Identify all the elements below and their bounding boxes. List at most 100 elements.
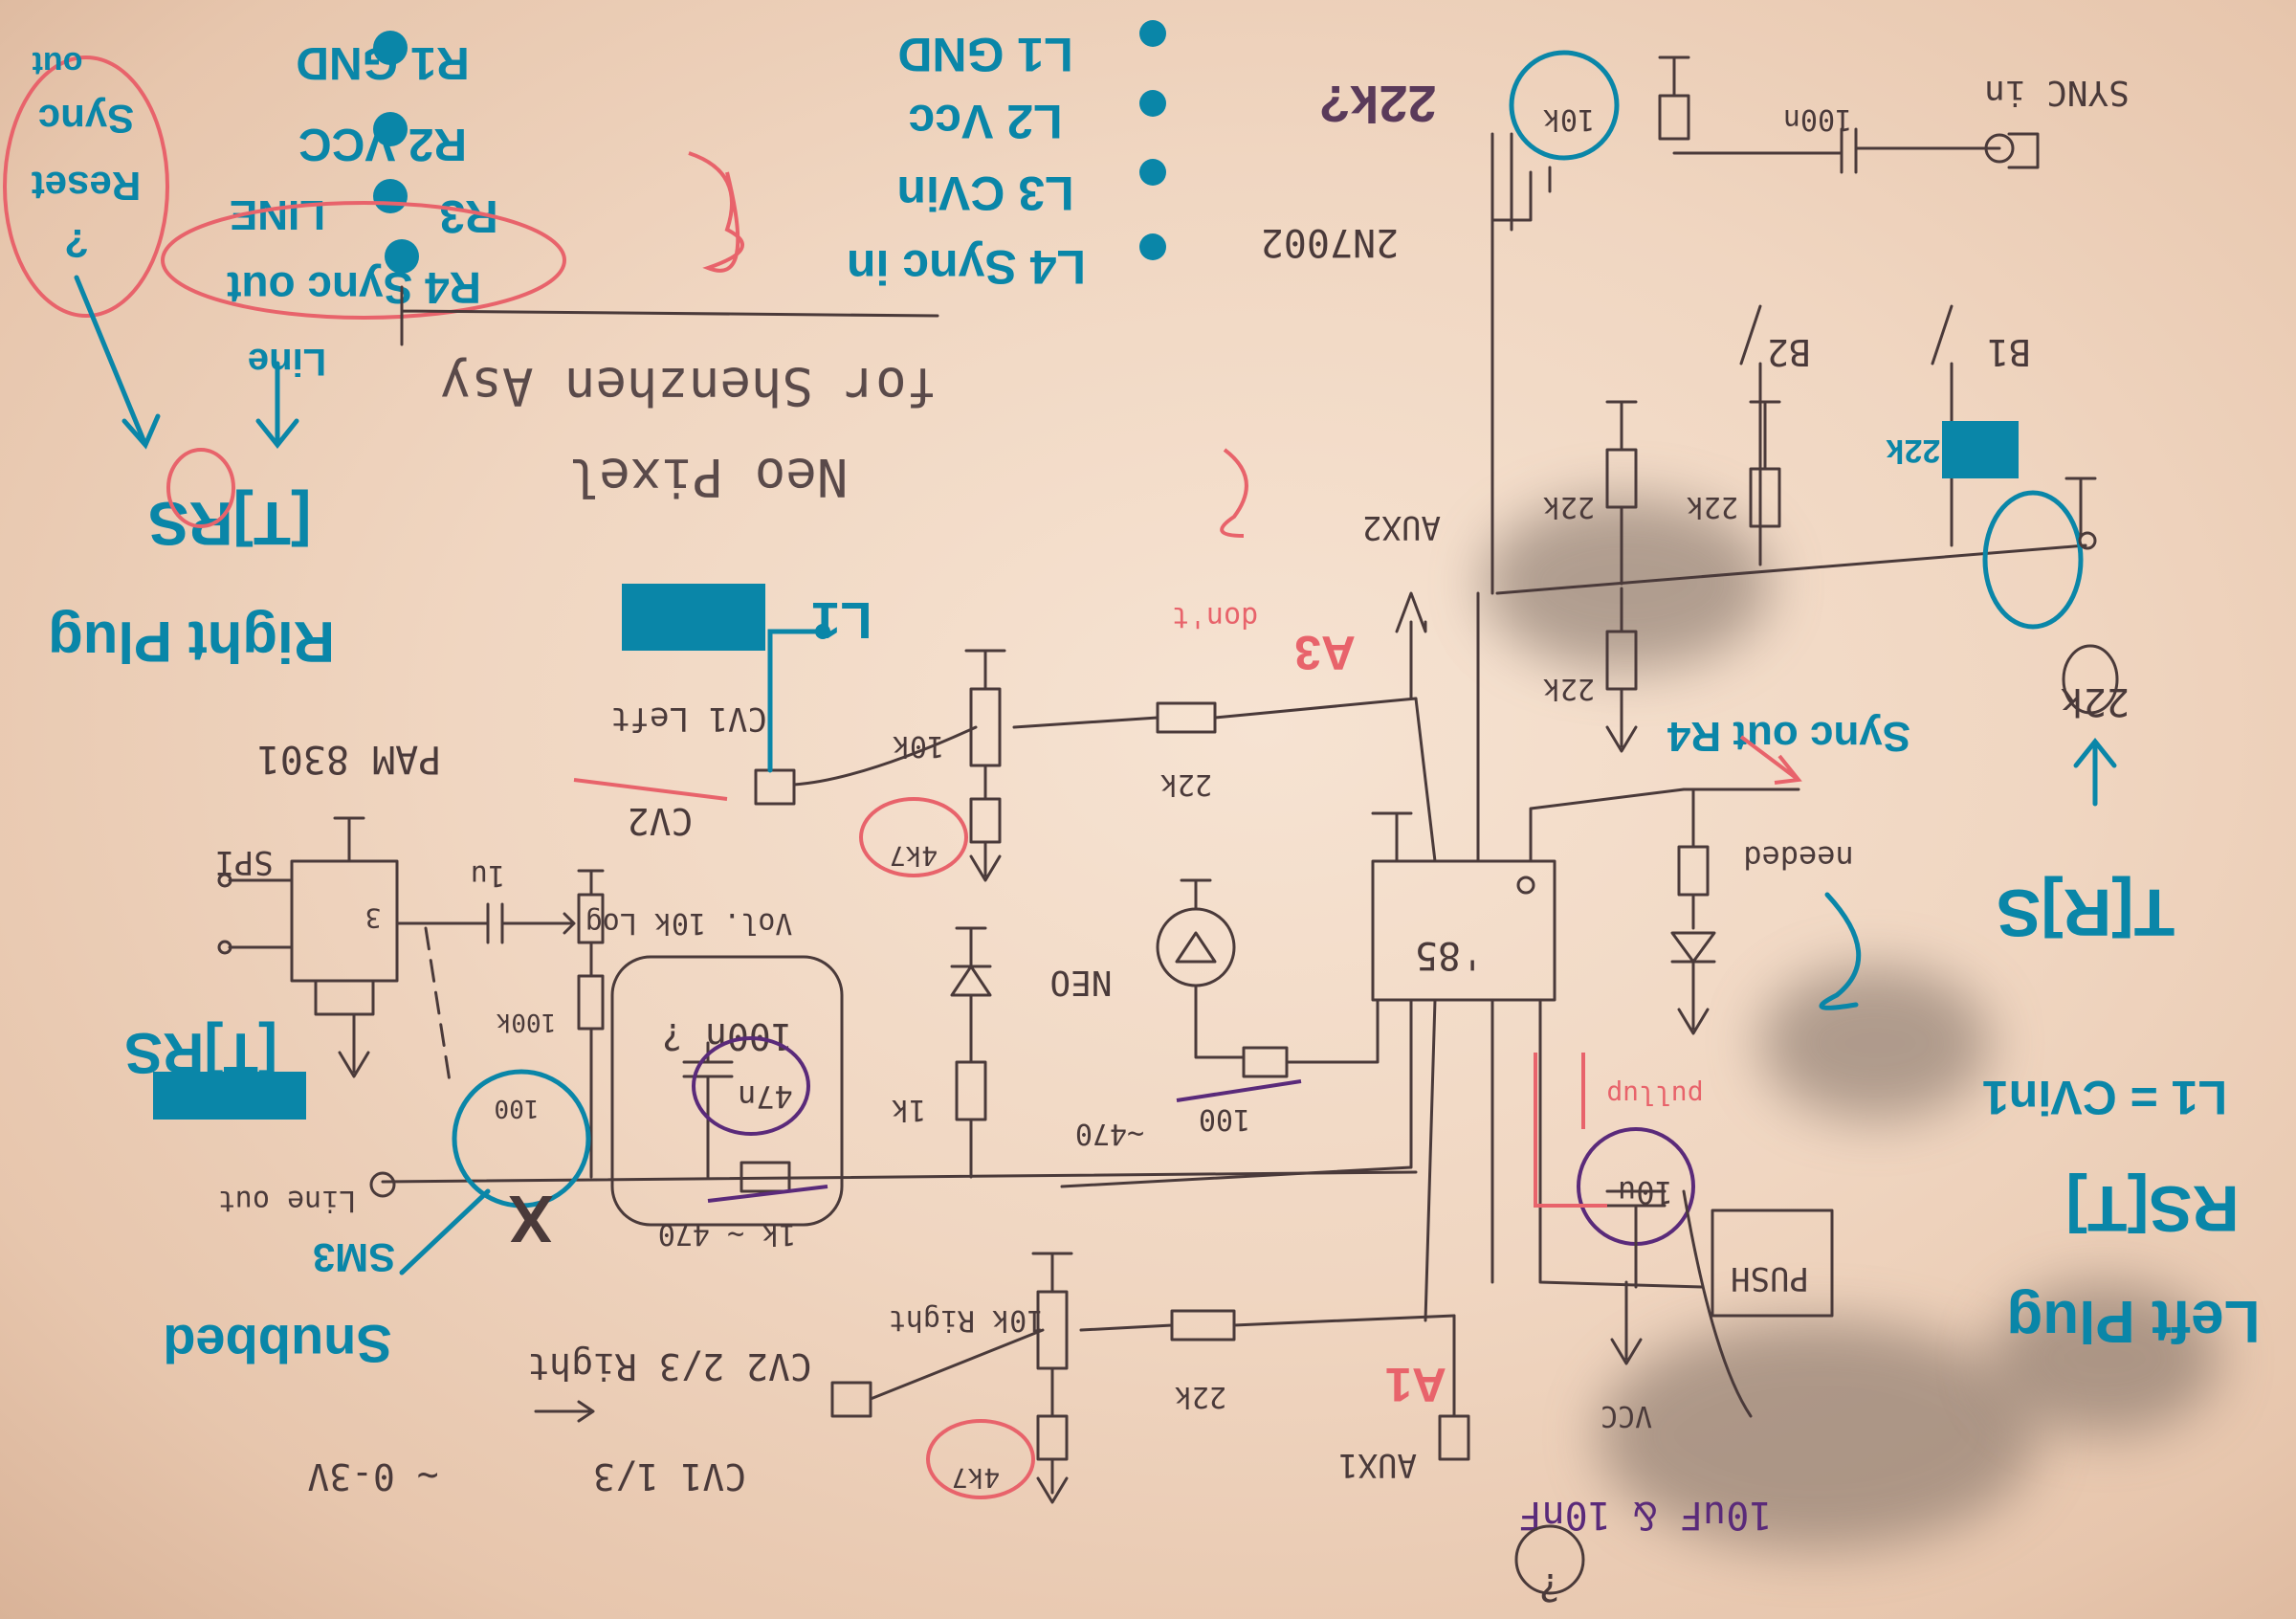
push-label: PUSH xyxy=(1731,1259,1809,1297)
res-4k7-label: 4k7 xyxy=(890,840,938,872)
cross-mark: X xyxy=(508,1182,553,1256)
pin-dot xyxy=(1139,159,1166,186)
cv2-right-label: CV2 2/3 Right xyxy=(527,1345,811,1387)
mono-label: SM3 xyxy=(313,1235,395,1280)
title-line2: Neo Pixel xyxy=(568,447,849,507)
pin-dot xyxy=(1139,90,1166,117)
underline xyxy=(400,285,939,346)
sync-input-stage: SYNC in 100n 10k 22k? 2N7002 xyxy=(1261,50,2130,595)
note-out: out xyxy=(33,45,83,81)
push-button-box xyxy=(1711,1209,1834,1318)
cap-47n-label: 47n xyxy=(738,1078,793,1115)
ink-stain xyxy=(1760,966,1990,1120)
title-line1: for Shenzhen Asy xyxy=(440,356,938,416)
highlight-circle xyxy=(452,1069,591,1209)
snubbed-label: Snubbed xyxy=(163,1314,392,1374)
cv-input-top: 22k 10k 4k7 CV1 Left CV2 L1 xyxy=(573,584,1418,882)
highlight-circle xyxy=(3,55,169,318)
trs-bottom-label: T[R]S xyxy=(1997,876,2175,950)
l1-label: L1 xyxy=(811,591,872,649)
res-22k-label: 22k xyxy=(1543,490,1595,523)
res-22k7-label: 22k? xyxy=(1318,75,1436,132)
scribble-box xyxy=(153,1072,306,1120)
left-plug: L1 = CVin1 RS[T] Left Plug xyxy=(1982,1071,2261,1354)
ink-stain xyxy=(1990,1282,2219,1435)
button-network: B2 B1 22k 22k 22k 22k 22k T[R]S xyxy=(1495,304,2175,950)
right-plug-jack: [T]RS xyxy=(148,489,312,558)
line-label: Line xyxy=(248,341,326,383)
mcu-pin1-dot xyxy=(1516,876,1535,895)
spi-label: SPI xyxy=(214,843,273,881)
highlight-circle xyxy=(692,1036,810,1136)
cv1-bottom-label: CV1 1/3 xyxy=(593,1455,746,1497)
highlight-circle xyxy=(926,1419,1035,1499)
left-plug-title: Left Plug xyxy=(2006,1288,2260,1354)
resistor-highlighted xyxy=(1942,421,2019,478)
res-22k-label: 22k xyxy=(1160,767,1212,801)
res-1k-470-label: 1k ~ 470 xyxy=(658,1217,797,1251)
pinout-left: L1 GND L2 Vcc L3 CVin L4 Sync in xyxy=(847,20,1166,294)
cap-1u-label: 1u xyxy=(471,858,505,892)
pin-dot xyxy=(373,112,408,146)
note-reset: Reset xyxy=(32,164,141,209)
left-plug-jack: RS[T] xyxy=(2065,1172,2239,1245)
jack-contact xyxy=(2078,531,2097,550)
note-question: ? xyxy=(64,221,89,266)
cap-10u-label: 10uF & 10nF xyxy=(1519,1493,1773,1537)
a3-note: don't xyxy=(1172,600,1258,633)
resistor xyxy=(1677,845,1710,897)
resistor xyxy=(577,974,605,1031)
resistor xyxy=(1242,1046,1289,1078)
pin-l1: L1 GND xyxy=(897,28,1072,81)
sync-out-label: Sync out R4 xyxy=(1667,713,1910,760)
ink-stain xyxy=(1598,1320,2038,1550)
cv2-label: CV2 xyxy=(628,800,694,842)
arrow xyxy=(255,361,299,450)
aux1-label: AUX1 xyxy=(1338,1446,1417,1484)
mcu-label: '85 xyxy=(1415,933,1484,977)
cap-100n-label: 100n xyxy=(1783,102,1852,136)
pin-r4: R4 Sync out xyxy=(227,263,481,313)
needed-label: needed xyxy=(1743,839,1854,876)
pin-l3: L3 CVin xyxy=(896,166,1073,220)
cap-100n-q-label: 100n ? xyxy=(661,1015,792,1057)
a3-label: A3 xyxy=(1294,626,1356,679)
pin-dot xyxy=(815,624,830,639)
res-22k-label: 22k xyxy=(1543,672,1595,705)
amp-pin-label: 3 xyxy=(365,902,382,934)
button-b1-label: B1 xyxy=(1987,331,2031,373)
aux2-label: AUX2 xyxy=(1362,508,1441,546)
pin-dot xyxy=(373,179,408,213)
amp-body xyxy=(290,859,399,983)
pin-dot xyxy=(373,31,408,65)
mcu-body xyxy=(1371,859,1556,1002)
title-block: for Shenzhen Asy Neo Pixel xyxy=(400,151,939,507)
question-circle xyxy=(1514,1524,1585,1595)
highlight-circle xyxy=(1982,490,2084,630)
res-100-label: 100 xyxy=(495,1094,540,1122)
res-100-label: 100 xyxy=(1199,1102,1250,1136)
line-out-label: Line out xyxy=(218,1184,357,1217)
range-label: ~ 0-3V xyxy=(307,1455,438,1497)
resistor xyxy=(969,797,1002,844)
top-left-note: out Sync Reset ? xyxy=(3,45,299,450)
cv1-left-label: CV1 Left xyxy=(610,699,767,738)
line-out-jack xyxy=(369,1171,396,1198)
audio-amp: 3 PAM 8301 SPI 1u Vol. 10k Log 100k 100n… xyxy=(124,737,1418,1374)
jack-sd-label: 22k xyxy=(2061,679,2130,723)
red-doodle xyxy=(688,151,744,273)
right-plug-title: Right Plug xyxy=(48,610,335,674)
highlight-circle xyxy=(161,201,566,320)
pin-dot xyxy=(385,239,419,274)
resistor xyxy=(1749,467,1781,528)
sync-in-label: SYNC in xyxy=(1984,73,2130,112)
highlight-circle xyxy=(1509,50,1620,161)
res-22k-label: 22k xyxy=(1175,1380,1226,1413)
resistor xyxy=(955,1060,987,1121)
scribble-box xyxy=(622,584,765,651)
res-1k-label: 1k xyxy=(892,1093,926,1126)
vol-label: Vol. 10k Log xyxy=(585,906,793,940)
diode-branch: 1k xyxy=(892,926,992,1179)
